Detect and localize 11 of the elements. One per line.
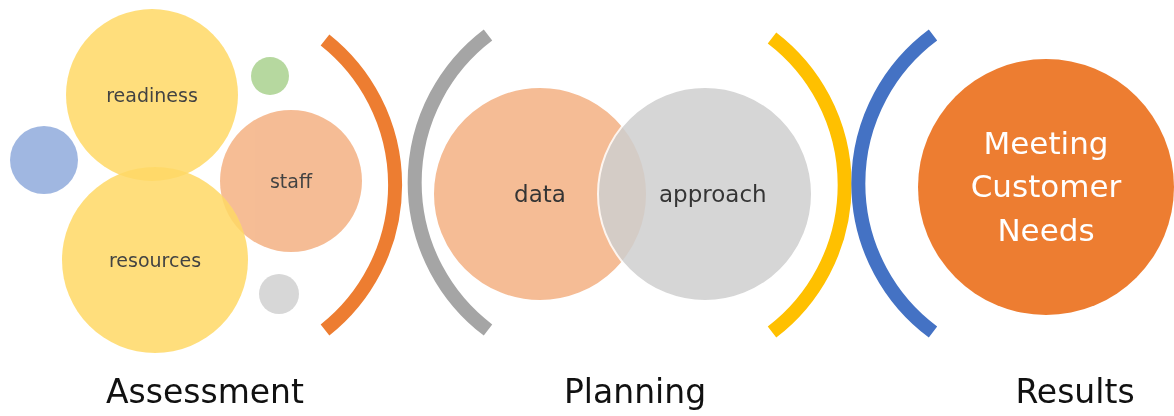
stage-label: Assessment [106, 372, 304, 411]
stage-label: Results [1015, 372, 1135, 411]
stage-label: Planning [563, 372, 707, 411]
node-label: readiness [106, 84, 198, 106]
node-label: approach [659, 181, 767, 207]
node-label: resources [108, 249, 202, 271]
node-label: data [514, 181, 566, 207]
node-label: staff [269, 170, 313, 192]
circle-shape [251, 57, 289, 95]
circle-shape [259, 274, 299, 314]
node-label: Meeting Customer Needs [969, 123, 1123, 250]
